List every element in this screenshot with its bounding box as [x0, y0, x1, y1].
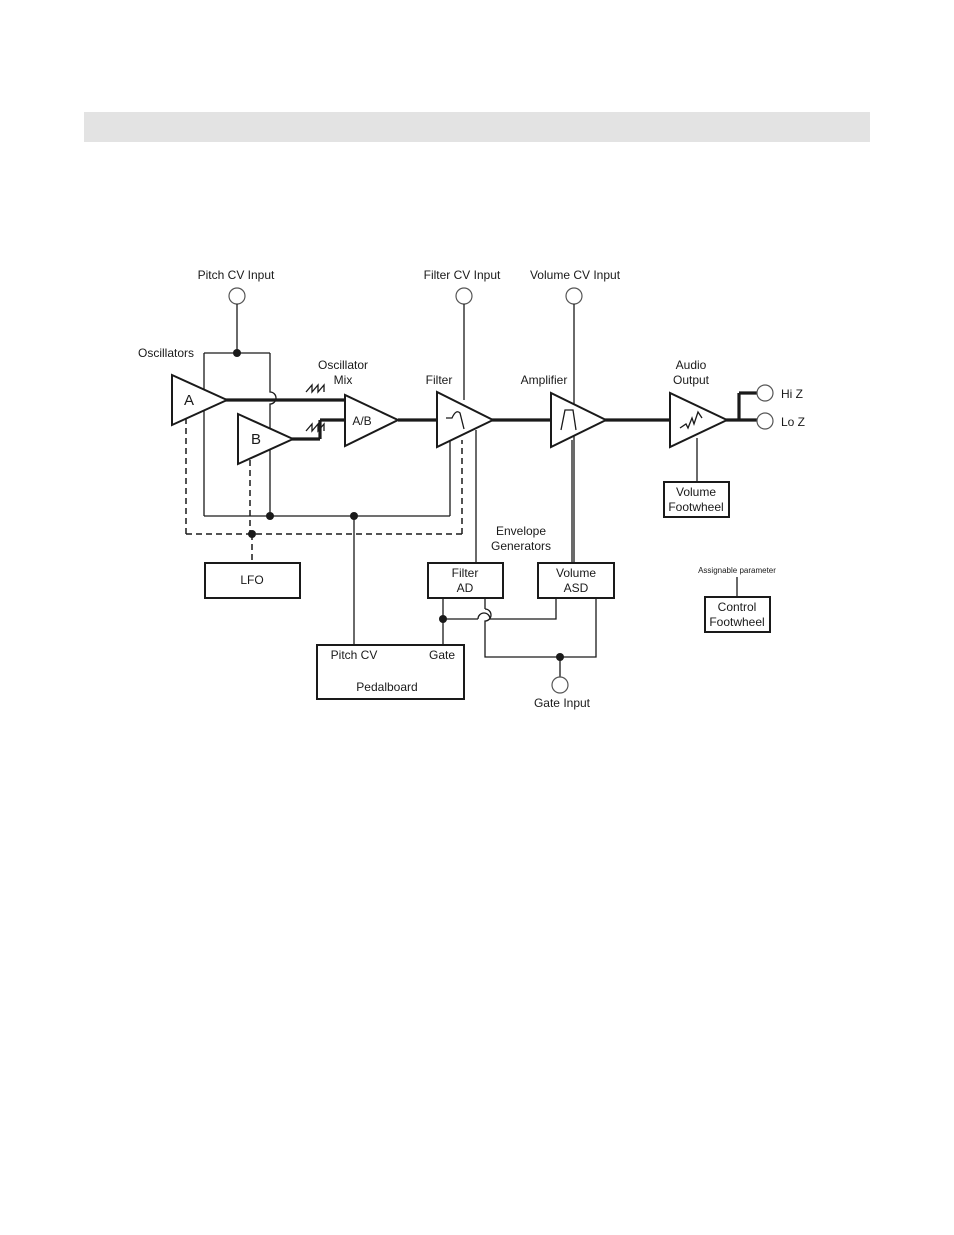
pedalboard-pitch-cv-label: Pitch CV: [331, 648, 378, 662]
control-wiring: [204, 304, 737, 677]
lfo-modulation-lines: [186, 418, 462, 563]
audio-output-label-2: Output: [673, 373, 710, 387]
oscillator-mix-label-1: Oscillator: [318, 358, 368, 372]
mixer-label: A/B: [352, 414, 371, 428]
filter-ad-label-1: Filter: [452, 566, 479, 580]
sawtooth-a-icon: [306, 385, 324, 392]
pitch-cv-input-jack: [229, 288, 245, 304]
pedalboard-gate-label: Gate: [429, 648, 455, 662]
oscillators-label: Oscillators: [138, 346, 194, 360]
oscillator-mix-label-2: Mix: [334, 373, 353, 387]
filter-cv-input-label: Filter CV Input: [424, 268, 501, 282]
pitch-cv-input-label: Pitch CV Input: [198, 268, 275, 282]
envelope-generators-label-1: Envelope: [496, 524, 546, 538]
oscillator-b-label: B: [251, 431, 261, 448]
audio-output-triangle: [670, 393, 727, 447]
volume-asd-label-2: ASD: [564, 581, 589, 595]
amplifier-label: Amplifier: [521, 373, 568, 387]
filter-ad-label-2: AD: [457, 581, 474, 595]
amplifier-triangle: [551, 393, 606, 447]
volume-asd-label-1: Volume: [556, 566, 596, 580]
oscillator-b-triangle: [238, 414, 293, 464]
envelope-generators-label-2: Generators: [491, 539, 551, 553]
hi-z-label: Hi Z: [781, 387, 803, 401]
assignable-parameter-label: Assignable parameter: [698, 566, 776, 575]
junction-dots: [233, 349, 564, 661]
volume-footwheel-label-1: Volume: [676, 485, 716, 499]
gate-input-jack: [552, 677, 568, 693]
audio-output-label-1: Audio: [676, 358, 707, 372]
oscillator-a-label: A: [184, 392, 194, 409]
volume-cv-input-label: Volume CV Input: [530, 268, 621, 282]
lo-z-label: Lo Z: [781, 415, 805, 429]
pedalboard-label: Pedalboard: [356, 680, 417, 694]
volume-footwheel-label-2: Footwheel: [668, 500, 723, 514]
filter-cv-input-jack: [456, 288, 472, 304]
oscillator-a-triangle: [172, 375, 227, 425]
filter-triangle: [437, 392, 493, 447]
gate-input-label: Gate Input: [534, 696, 591, 710]
lfo-label: LFO: [240, 573, 263, 587]
control-footwheel-label-2: Footwheel: [709, 615, 764, 629]
volume-cv-input-jack: [566, 288, 582, 304]
hi-z-output-jack: [757, 385, 773, 401]
filter-label: Filter: [426, 373, 453, 387]
lo-z-output-jack: [757, 413, 773, 429]
control-footwheel-label-1: Control: [718, 600, 757, 614]
